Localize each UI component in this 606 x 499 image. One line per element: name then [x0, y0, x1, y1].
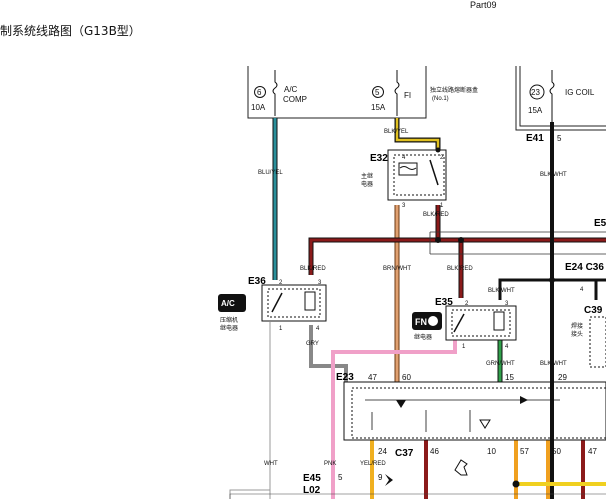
svg-text:15A: 15A [528, 106, 543, 115]
compressor-relay-label-2: 继电器 [220, 324, 238, 332]
connector-e32: E32 [370, 153, 388, 164]
wire-label-blu-yel: BLU/YEL [258, 170, 283, 176]
pin-c37-24: 24 [378, 447, 387, 456]
main-relay-label-2: 电器 [361, 180, 373, 188]
pin-e32-1: 1 [440, 203, 444, 209]
svg-text:(No.1): (No.1) [432, 96, 449, 102]
svg-text:COMP: COMP [283, 95, 307, 104]
relay-e35 [445, 305, 517, 341]
wire-label-gry: GRY [306, 341, 319, 347]
fuse-23: 23 15A IG COIL [528, 70, 595, 122]
fuse-5: 5 15A FI 独立线路熔断器盒 (No.1) [371, 70, 478, 116]
wire-label-blk-wht-1: BLK/WHT [540, 172, 567, 178]
pin-e36-1: 1 [279, 326, 283, 332]
wire-label-brn-wht: BRN/WHT [383, 266, 411, 272]
pin-e32-4: 4 [402, 155, 406, 161]
main-relay-label-1: 主继 [361, 172, 373, 180]
pin-e36-4: 4 [316, 326, 320, 332]
main-relay-e32 [387, 147, 447, 201]
svg-text:23: 23 [531, 88, 540, 97]
pin-e45-5: 5 [338, 473, 343, 482]
connector-e24-c36: E24 C36 [565, 262, 604, 273]
compressor-relay-e36 [261, 284, 327, 322]
fuse-box-frame [247, 66, 606, 131]
pin-e36-3: 3 [318, 280, 322, 286]
connector-c39: C39 [584, 305, 603, 316]
pin-e41-5: 5 [557, 134, 562, 143]
svg-text:独立线路熔断器盒: 独立线路熔断器盒 [430, 86, 478, 94]
diagram-title: 制系统线路图（G13B型） [0, 24, 141, 38]
wire-label-yel-red: YEL/RED [360, 461, 386, 467]
wire-gry [309, 325, 348, 382]
pin-ecm-47: 47 [368, 373, 377, 382]
pin-l02-9: 9 [378, 473, 383, 482]
svg-text:6: 6 [257, 88, 262, 97]
pin-e24-4: 4 [580, 287, 584, 293]
pin-e35-2: 2 [465, 301, 469, 307]
compressor-relay-label-1: 压缩机 [220, 316, 238, 324]
ground-arrow-icon [385, 474, 393, 486]
connector-e45: E45 [303, 473, 321, 484]
svg-text:5: 5 [375, 88, 380, 97]
splice-label-2: 接头 [571, 330, 583, 338]
splice-label-1: 焊接 [571, 322, 583, 330]
connector-e5: E5 [594, 218, 606, 229]
ecm-box [343, 381, 606, 441]
svg-text:15A: 15A [371, 103, 386, 112]
wire-label-blk-red-2: BLK/RED [423, 212, 449, 218]
connector-l02: L02 [303, 485, 321, 496]
pin-e32-3: 3 [402, 203, 406, 209]
arrow-icon [454, 459, 468, 476]
pin-e32-2: 2 [440, 155, 444, 161]
pin-c37-46: 46 [430, 447, 439, 456]
wire-label-blk-red-1: BLK/RED [300, 266, 326, 272]
connector-e36: E36 [248, 276, 266, 287]
connector-e41: E41 [526, 133, 544, 144]
pin-c37-57: 57 [520, 447, 529, 456]
connector-e35: E35 [435, 297, 453, 308]
pin-c37-10: 10 [487, 447, 496, 456]
connector-c37: C37 [395, 448, 414, 459]
wire-pnk [331, 340, 457, 499]
fuse-6: 6 10A A/C COMP [251, 70, 307, 116]
svg-text:IG COIL: IG COIL [565, 88, 595, 97]
pin-ecm-15: 15 [505, 373, 514, 382]
wire-label-blk-wht-2: BLK/WHT [540, 361, 567, 367]
svg-text:10A: 10A [251, 103, 266, 112]
wire-label-blk-red-3: BLK/RED [447, 266, 473, 272]
wire-label-blk-yel: BLK/YEL [384, 129, 409, 135]
svg-text:FN: FN [415, 317, 427, 327]
wire-label-grn-wht: GRN/WHT [486, 361, 515, 367]
page-part-label: Part09 [470, 0, 497, 10]
wire-label-pnk: PNK [324, 461, 336, 467]
ac-compressor-icon: A/C [218, 294, 246, 312]
fan-relay-label: 继电器 [414, 333, 432, 341]
svg-text:A/C: A/C [221, 299, 235, 308]
pin-c37-50: 50 [552, 447, 561, 456]
wire-blk-yel [394, 118, 441, 150]
pin-c37-47: 47 [588, 447, 597, 456]
pin-ecm-29: 29 [558, 373, 567, 382]
fan-icon: FN [412, 312, 442, 330]
pin-ecm-60: 60 [402, 373, 411, 382]
connector-e23: E23 [336, 372, 354, 383]
svg-text:FI: FI [404, 91, 411, 100]
svg-text:A/C: A/C [284, 85, 298, 94]
pin-e36-2: 2 [279, 280, 283, 286]
splice-c39 [589, 316, 606, 368]
wire-blk-red [308, 205, 606, 298]
pin-e35-3: 3 [505, 301, 509, 307]
pin-e35-1: 1 [462, 344, 466, 350]
wire-label-blk-wht-3: BLK/WHT [488, 288, 515, 294]
pin-e35-4: 4 [505, 344, 509, 350]
wire-label-wht: WHT [264, 461, 278, 467]
